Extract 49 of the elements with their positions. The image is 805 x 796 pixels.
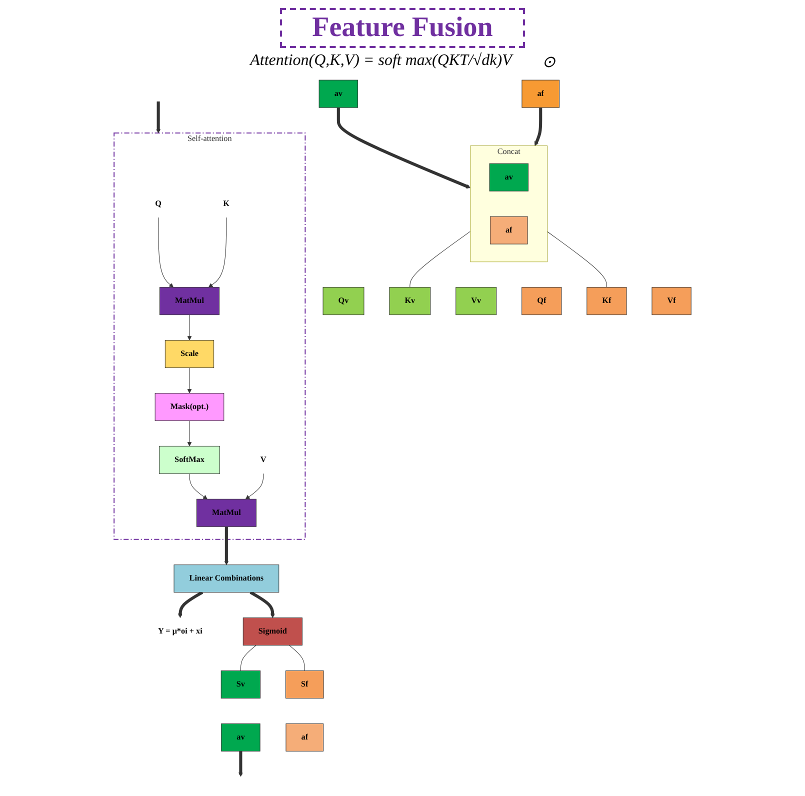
arrow — [238, 751, 243, 777]
node-box — [322, 287, 364, 316]
node-box — [318, 80, 358, 108]
node-box — [456, 287, 497, 316]
arrow — [189, 473, 208, 500]
arrow — [245, 473, 264, 500]
node-box — [174, 564, 280, 593]
node-box — [490, 216, 528, 244]
node-box — [196, 498, 256, 527]
node-box — [521, 287, 562, 316]
node-box — [522, 80, 560, 108]
node-box — [286, 723, 324, 752]
node-text: Q — [155, 199, 162, 208]
connector — [410, 231, 471, 288]
node-box — [164, 340, 214, 368]
node-box — [221, 723, 260, 752]
connector — [546, 231, 607, 288]
arrow — [250, 591, 275, 618]
node-text: K — [223, 199, 230, 208]
node-box — [242, 618, 302, 646]
arrow — [534, 108, 542, 146]
arrow — [187, 314, 192, 340]
node-box — [154, 392, 224, 421]
node-box — [159, 287, 220, 316]
connector — [288, 645, 305, 671]
node-box — [158, 446, 220, 474]
arrow — [156, 101, 160, 134]
connector — [240, 645, 256, 671]
node-box — [489, 163, 528, 192]
node-text: V — [260, 455, 266, 464]
arrow — [158, 217, 174, 288]
cluster — [113, 132, 306, 540]
flowchart-drawing: Self-attention Concat av af av af Qv Kv Vv Qf Kf Vf Q K V MatMul Scale Mask(opt.) SoftMax MatMul Linear Combinations Y = μ*oi + xi Sigmoid Sv Sf av af — [110, 76, 696, 796]
node-box — [389, 287, 431, 316]
arrow — [178, 591, 204, 618]
node-box — [285, 670, 324, 698]
node-box — [220, 670, 260, 698]
node-text: Y = μ*oi + xi — [158, 626, 202, 636]
arrow — [336, 108, 471, 188]
arrow — [224, 526, 229, 566]
note-text: Attention(Q,K,V) = soft max(QKT/√dk)V — [250, 52, 512, 71]
arrow — [187, 368, 192, 394]
node-box — [586, 287, 627, 316]
node-box — [652, 287, 692, 316]
arrow — [208, 217, 226, 288]
arrow — [187, 420, 192, 446]
diagram-title: Feature Fusion — [280, 8, 525, 48]
cluster — [470, 146, 548, 262]
note-text: ⊙ — [542, 53, 555, 72]
